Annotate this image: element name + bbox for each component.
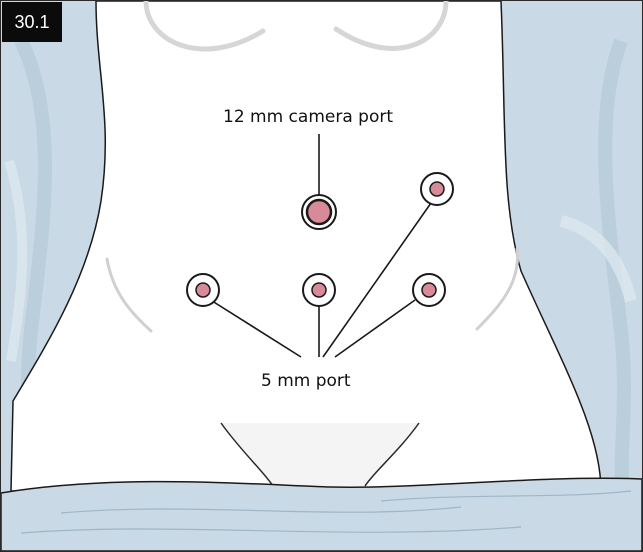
- camera-port: [302, 195, 336, 229]
- small-port-label: 5 mm port: [261, 371, 351, 391]
- port-upper-right: [421, 173, 453, 205]
- lower-drape: [1, 478, 642, 551]
- port-right: [413, 274, 445, 306]
- camera-port-label: 12 mm camera port: [223, 107, 393, 127]
- figure-number-badge: 30.1: [2, 2, 62, 42]
- port-center: [303, 274, 335, 306]
- port-left: [187, 274, 219, 306]
